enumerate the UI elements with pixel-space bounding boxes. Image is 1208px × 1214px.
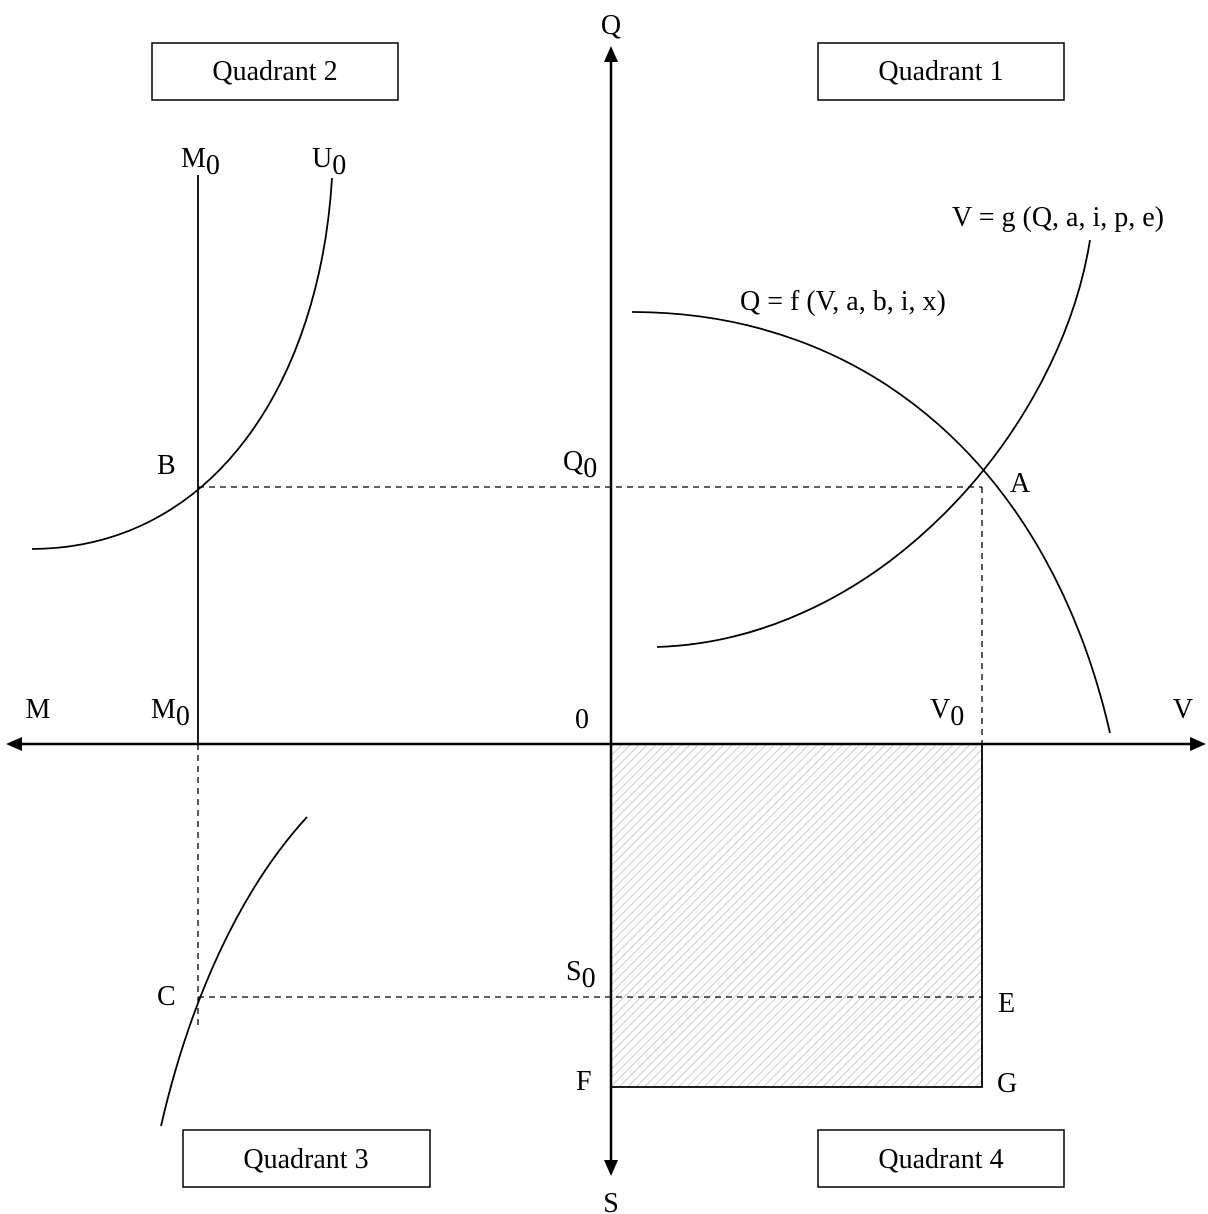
v-function-curve [656, 239, 1091, 648]
quadrant-3-box: Quadrant 3 [182, 1129, 431, 1188]
quadrant-2-box: Quadrant 2 [151, 42, 399, 101]
axis-label-q: Q [601, 10, 621, 41]
point-c-label: C [157, 981, 176, 1012]
point-b-label: B [157, 450, 176, 481]
down-arrow-icon [604, 1160, 618, 1176]
rectangle-border [611, 744, 983, 1088]
origin-label: 0 [575, 704, 589, 735]
quadrant-3-label: Quadrant 3 [243, 1144, 368, 1175]
v0-label: V0 [930, 694, 964, 732]
shaded-area [611, 744, 982, 1087]
q-function-label: Q = f (V, a, b, i, x) [740, 286, 946, 317]
quadrant-4-label: Quadrant 4 [878, 1144, 1003, 1175]
m0-line-label: M0 [181, 143, 220, 181]
q0-label: Q0 [563, 446, 597, 484]
q3-curve [160, 816, 308, 1127]
u0-curve-label: U0 [312, 143, 346, 181]
m0-axis-label: M0 [151, 694, 190, 732]
v-function-label: V = g (Q, a, i, p, e) [952, 202, 1164, 233]
u0-curve [31, 177, 333, 550]
axis-label-s: S [603, 1188, 619, 1214]
point-a-label: A [1010, 468, 1031, 499]
axis-label-v: V [1173, 694, 1193, 725]
q-function-curve [631, 311, 1111, 734]
point-e-label: E [998, 988, 1015, 1019]
up-arrow-icon [604, 46, 618, 62]
quadrant-2-label: Quadrant 2 [212, 56, 337, 87]
point-f-label: F [576, 1066, 592, 1097]
point-g-label: G [997, 1068, 1017, 1099]
quadrant-1-label: Quadrant 1 [878, 56, 1003, 87]
left-arrow-icon [6, 737, 22, 751]
axis-label-m: M [26, 694, 51, 725]
quadrant-1-box: Quadrant 1 [817, 42, 1065, 101]
quadrant-4-box: Quadrant 4 [817, 1129, 1065, 1188]
s0-label: S0 [566, 956, 596, 994]
right-arrow-icon [1190, 737, 1206, 751]
